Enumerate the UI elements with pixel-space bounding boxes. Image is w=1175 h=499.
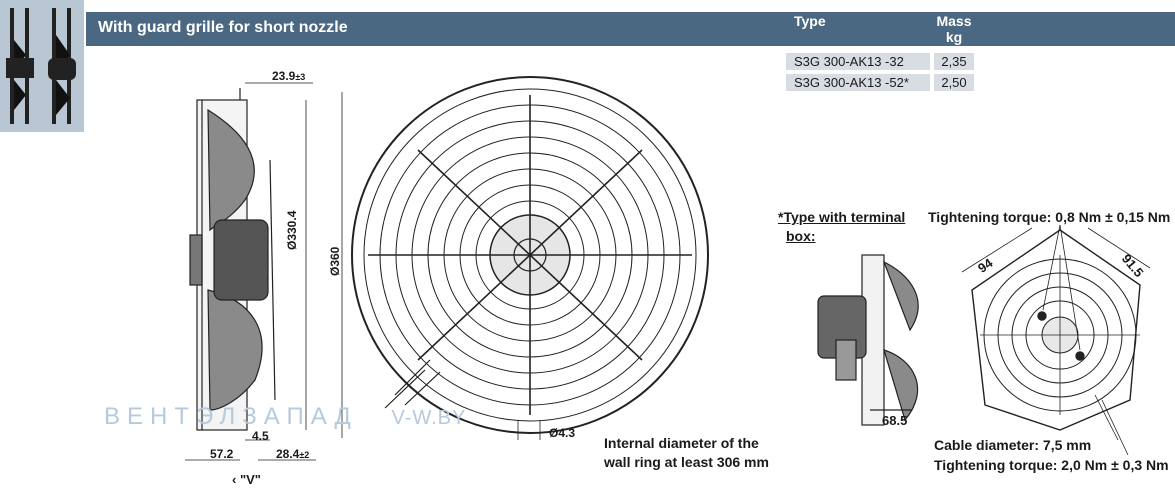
tightening-torque-bottom: Tightening torque: 2,0 Nm ± 0,3 Nm: [934, 457, 1169, 473]
dimension-diameter-330-4: Ø330.4: [285, 210, 299, 250]
dimension-tolerance: ±3: [295, 72, 306, 82]
model-mass: 2,50: [934, 74, 974, 91]
dimension-28-4: 28.4±2: [276, 447, 309, 461]
watermark-text: ВЕНТЭЛЗАПАД: [104, 403, 358, 430]
dimension-tolerance: ±2: [299, 450, 310, 460]
wall-ring-note-line1: Internal diameter of the: [604, 435, 759, 451]
wall-ring-note: Internal diameter of the wall ring at le…: [604, 434, 769, 472]
header-title: With guard grille for short nozzle: [98, 19, 348, 36]
header-bar: With guard grille for short nozzle Type …: [86, 12, 1175, 46]
view-arrow-icon: ‹: [232, 472, 240, 487]
side-view-dimension-lines: [185, 82, 343, 461]
mass-label: Mass: [936, 13, 972, 29]
model-type: S3G 300-AK13 -32: [786, 53, 930, 70]
dimension-23-9: 23.9±3: [272, 69, 305, 83]
watermark-url: V-W.BY: [391, 407, 467, 429]
dimension-diameter-4-3: Ø4.3: [549, 426, 576, 440]
front-view-drawing: [351, 76, 709, 434]
terminal-box-note-line2: box:: [786, 228, 816, 244]
hexagon-view-drawing: [961, 227, 1151, 431]
mass-unit: kg: [945, 29, 963, 45]
terminal-box-drawing: [817, 254, 919, 426]
leader-lines: [1042, 224, 1129, 456]
view-label-text: "V": [239, 472, 261, 487]
wall-ring-note-line2: wall ring at least 306 mm: [604, 454, 769, 470]
terminal-box-note: *Type with terminal box:: [778, 208, 905, 246]
view-label: ‹ "V": [232, 472, 261, 487]
dimension-diameter-360: Ø360: [328, 246, 342, 276]
terminal-box-note-line1: *Type with terminal: [778, 209, 906, 225]
dimension-57-2: 57.2: [210, 447, 234, 461]
cable-diameter-note: Cable diameter: 7,5 mm: [934, 437, 1092, 453]
dimension-value: 28.4: [276, 447, 300, 461]
column-header-type: Type: [794, 13, 826, 29]
model-mass: 2,35: [934, 53, 974, 70]
side-view-drawing: [189, 88, 276, 431]
watermark: ВЕНТЭЛЗАПАД V-W.BY: [104, 403, 466, 431]
column-header-mass: Mass kg: [934, 13, 974, 45]
dimension-value: 23.9: [272, 69, 296, 83]
dimension-4-5: 4.5: [252, 429, 269, 443]
fan-thumbnail-image: [0, 0, 84, 132]
dimension-68-5: 68.5: [882, 413, 908, 428]
model-type: S3G 300-AK13 -52*: [786, 74, 930, 91]
front-view-dimension-lines: [517, 420, 541, 440]
tightening-torque-top: Tightening torque: 0,8 Nm ± 0,15 Nm: [928, 209, 1171, 225]
